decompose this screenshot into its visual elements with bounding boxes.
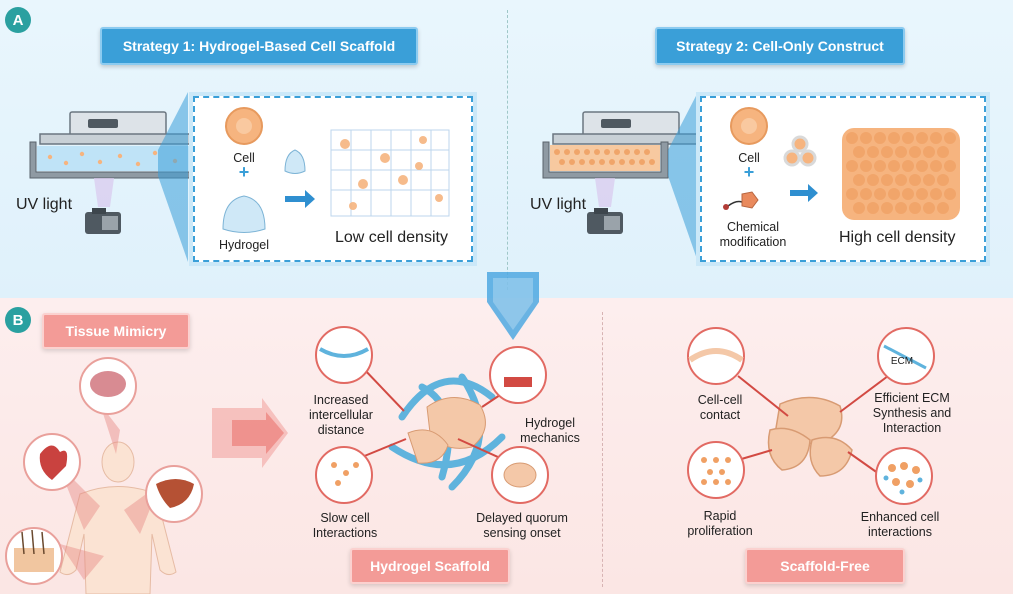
panel-a-divider (507, 10, 508, 290)
low-cell-density-label: Low cell density (335, 229, 448, 246)
panel-b-divider (602, 312, 603, 587)
scaffold-free-diagram (687, 327, 935, 505)
strategy1-zoom-box (189, 92, 477, 266)
hydrogel-mechanics-label: Hydrogel mechanics (520, 416, 580, 445)
cell-label-2: Cell (738, 151, 760, 165)
svg-text:+: + (239, 162, 250, 182)
strategy1-title: Strategy 1: Hydrogel-Based Cell Scaffold (100, 27, 418, 65)
human-body-illustration (5, 357, 203, 594)
scaffold-free-title: Scaffold-Free (745, 548, 905, 584)
tissue-mimicry-title: Tissue Mimicry (42, 313, 190, 349)
zoom-cone-2 (668, 92, 698, 262)
zoom-cone-1 (158, 92, 188, 262)
uv-light-label-1: UV light (16, 196, 73, 213)
high-cell-density-label: High cell density (839, 229, 956, 246)
hydrogel-scaffold-diagram (315, 326, 549, 504)
panel-a-label: A (5, 7, 31, 33)
hydrogel-scaffold-title: Hydrogel Scaffold (350, 548, 510, 584)
ecm-tag: ECM (890, 356, 914, 367)
panel-b-label: B (5, 307, 31, 333)
slow-interactions-label: Slow cell Interactions (312, 511, 378, 540)
delayed-quorum-label: Delayed quorum sensing onset (476, 511, 568, 540)
strategy2-zoom-content: + (723, 107, 960, 220)
cell-cell-contact-label: Cell-cell contact (697, 393, 743, 422)
chemical-modification-label: Chemical modification (719, 220, 787, 249)
uv-light-label-2: UV light (530, 196, 587, 213)
rapid-proliferation-label: Rapid proliferation (687, 509, 753, 538)
strategy2-title: Strategy 2: Cell-Only Construct (655, 27, 905, 65)
efficient-ecm-label: Efficient ECM Synthesis and Interaction (872, 391, 952, 435)
svg-text:+: + (744, 162, 755, 182)
strategy1-zoom-content: + (222, 107, 450, 233)
right-arrow-icon (212, 398, 288, 468)
down-arrow-icon (487, 272, 539, 340)
cell-label-1: Cell (233, 151, 255, 165)
hydrogel-label: Hydrogel (218, 238, 270, 252)
enhanced-interactions-label: Enhanced cell interactions (860, 510, 940, 539)
bioprinter-2-illustration (542, 111, 709, 234)
increased-distance-label: Increased intercellular distance (309, 393, 373, 437)
